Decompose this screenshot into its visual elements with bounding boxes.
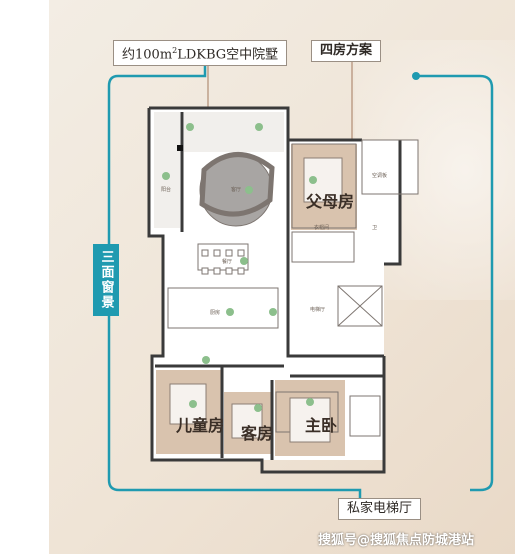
label-wardrobe: 衣帽间 [314, 225, 330, 231]
room-markers [162, 123, 317, 412]
column-marker [177, 145, 183, 151]
room-label-master: 主卧 [305, 416, 338, 435]
floor-plan-poster [49, 0, 515, 554]
private-elevator-label: 私家电梯厅 [338, 498, 422, 520]
walls [147, 106, 402, 474]
three-side-window-tag: 三面窗景 [93, 244, 119, 316]
watermark: 搜狐号@搜狐焦点防城港站 [318, 533, 475, 548]
label-dining: 餐厅 [222, 259, 233, 265]
connector-dot [412, 72, 420, 80]
title-text-2: LDKBG空中院墅 [177, 47, 279, 63]
label-bath: 卫 [372, 225, 378, 231]
title-sup: 2 [172, 46, 178, 55]
tile-areas [154, 112, 284, 228]
label-lift-hall: 电梯厅 [310, 307, 326, 313]
label-living: 客厅 [231, 187, 242, 193]
dining-chairs [201, 249, 245, 275]
sofa-area [199, 152, 275, 227]
label-kitchen: 厨房 [210, 310, 221, 316]
label-ac: 空调板 [372, 173, 388, 179]
label-yard: 阳台 [161, 187, 172, 193]
layout-title: 约100m2LDKBG空中院墅 [113, 40, 288, 67]
plan-name-label: 四房方案 [311, 40, 382, 62]
title-text-1: 约100m [122, 47, 173, 63]
room-label-guest: 客房 [241, 424, 274, 443]
thin-walls [167, 139, 419, 437]
room-label-parents: 父母房 [306, 192, 355, 211]
room-label-child: 儿童房 [176, 416, 225, 435]
